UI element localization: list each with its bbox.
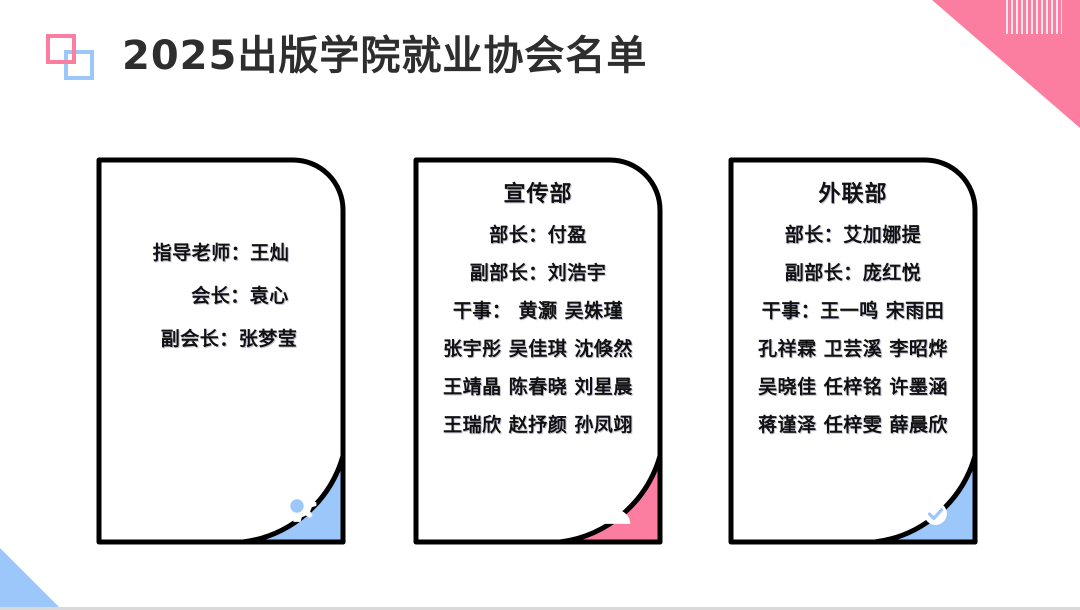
card-line: 王靖晶 陈春晓 刘星晨 [443,376,633,398]
card-line: 孔祥霖 卫芸溪 李昭烨 [758,338,948,360]
top-right-decoration [932,0,1080,128]
card-content: 指导老师：王灿 会长：袁心 副会长：张梦莹 [95,156,347,349]
card-line: 王瑞欣 赵抒颜 孙凤翊 [443,414,633,436]
card-publicity-department: 宣传部 部长：付盈 副部长：刘浩宇 干事： 黄灏 吴姝瑾 张宇彤 吴佳琪 沈倏然… [412,156,664,546]
card-line: 指导老师：王灿 [152,242,290,264]
card-line: 部长：付盈 [489,224,587,246]
bottom-left-decoration [0,548,62,610]
card-line: 张宇彤 吴佳琪 沈倏然 [443,338,633,360]
logo-square-blue [64,50,94,80]
card-line: 副部长：刘浩宇 [469,262,607,284]
card-line: 副会长：张梦莹 [160,328,298,350]
logo-square-pink [46,34,76,64]
card-line: 蒋谨泽 任梓雯 薛晨欣 [758,414,948,436]
card-heading: 宣传部 [503,181,573,207]
card-heading: 外联部 [818,181,888,207]
page-title: 2025出版学院就业协会名单 [122,33,648,79]
card-liaison-department: 外联部 部长：艾加娜提 副部长：庞红悦 干事：王一鸣 宋雨田 孔祥霖 卫芸溪 李… [727,156,979,546]
bottom-divider [0,607,1080,610]
card-line: 部长：艾加娜提 [784,224,922,246]
card-content: 外联部 部长：艾加娜提 副部长：庞红悦 干事：王一鸣 宋雨田 孔祥霖 卫芸溪 李… [727,156,979,435]
stripe-pattern [1006,0,1062,34]
card-line: 会长：袁心 [191,285,289,307]
card-line: 副部长：庞红悦 [784,262,922,284]
card-outline [727,156,979,546]
page-header: 2025出版学院就业协会名单 [44,32,647,80]
card-content: 宣传部 部长：付盈 副部长：刘浩宇 干事： 黄灏 吴姝瑾 张宇彤 吴佳琪 沈倏然… [412,156,664,435]
pink-triangle-shape [932,0,1080,128]
card-container: 指导老师：王灿 会长：袁心 副会长：张梦莹 宣传部 部长：付盈 副部长：刘浩宇 … [0,156,1080,548]
card-line: 吴晓佳 任梓铭 许墨涵 [758,376,948,398]
card-leadership: 指导老师：王灿 会长：袁心 副会长：张梦莹 [95,156,347,546]
overlapping-squares-logo-icon [44,32,100,80]
card-line: 干事： 黄灏 吴姝瑾 [452,300,624,322]
card-line: 干事：王一鸣 宋雨田 [761,300,945,322]
